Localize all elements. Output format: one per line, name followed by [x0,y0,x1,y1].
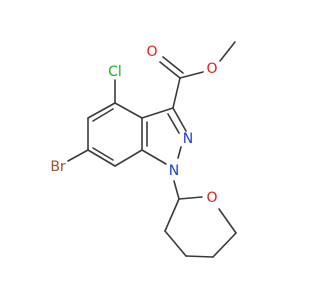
bond-c2prime-oring [178,196,203,200]
bond-c5-c4 [87,102,116,119]
bond-c6-br [67,149,89,162]
atom-oxygen-ester: O [206,61,217,77]
bond-c5prime-c4prime [185,255,214,258]
bond-c7-c6 [87,149,116,167]
bond-c3a-c3 [141,107,174,119]
atom-chlorine: Cl [108,64,122,80]
bond-c5-c4-inner [92,108,114,122]
atom-oxygen-carbonyl: O [146,44,157,60]
bond-carbonyl-double-a [159,61,181,79]
atom-nitrogen-n2: N [183,131,193,147]
ester-group [159,41,236,109]
bond-carbonyl-double-b [162,56,184,74]
bond-c3-n2-inner [167,113,180,134]
atom-oxygen-ring: O [206,190,217,206]
bond-c4prime-c3prime [164,230,187,257]
tetrahydropyran-ring [164,196,237,258]
bond-n1-c7a [141,149,167,165]
bond-n2-n1 [177,146,182,159]
bond-c3prime-c2prime [164,198,180,232]
molecule-structure: Cl Br N N O O O [50,41,237,258]
benzene-ring [87,102,148,167]
bond-c4-c3a [114,102,143,119]
bond-oester-methyl [219,41,236,62]
bond-c3-ccarbonyl [172,77,181,109]
pyrazole-ring [141,107,187,165]
bond-c3-n2 [172,107,187,132]
bond-c7a-c7 [114,149,143,167]
bond-c7-c6-inner [92,147,114,161]
bond-ccarbonyl-oester [179,71,204,79]
atom-nitrogen-n1: N [169,163,179,179]
bond-oring-c6prime [218,208,237,234]
bond-n1-c2prime [173,180,180,200]
atom-bromine: Br [50,159,66,175]
bond-c6prime-c5prime [212,232,237,258]
